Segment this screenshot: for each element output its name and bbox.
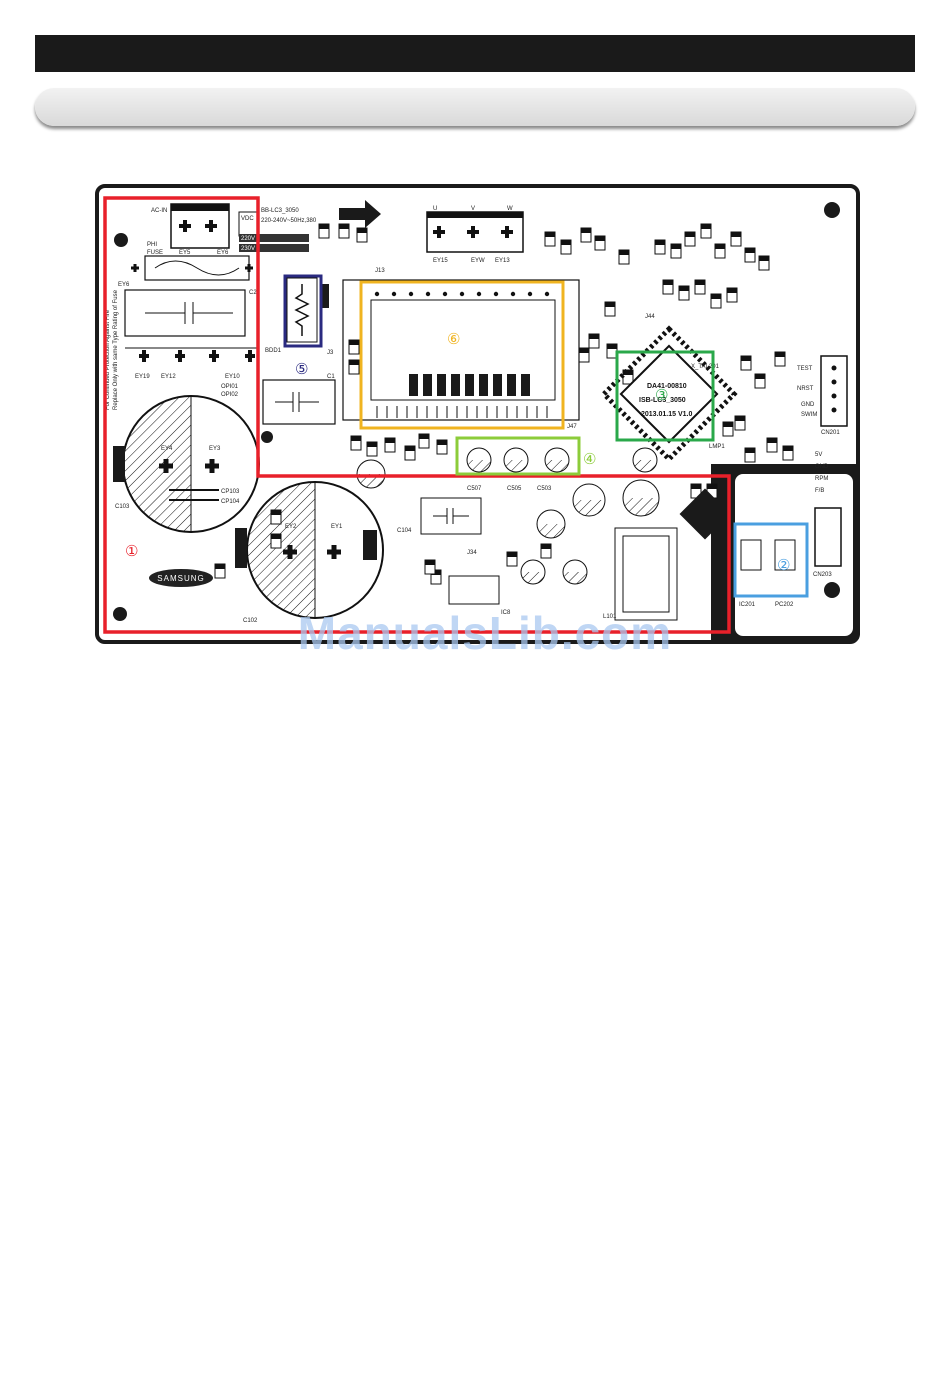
- zone-1-outline: [103, 196, 731, 634]
- label-vdc: VDC: [241, 216, 254, 222]
- label-ey13: EY13: [495, 258, 510, 264]
- zone-4-marker: ④: [583, 450, 596, 468]
- label-ey15: EY15: [433, 258, 448, 264]
- label-c1: C1: [327, 374, 335, 380]
- label-j3: J3: [327, 350, 334, 356]
- header-bar: [35, 35, 915, 72]
- label-j47: J47: [567, 424, 577, 430]
- ipm-module-outline: [342, 279, 580, 421]
- label-l101: L101: [603, 614, 617, 620]
- inductor-l101: [614, 527, 678, 621]
- mounting-hole: [114, 233, 128, 247]
- smd-components: [214, 223, 794, 585]
- power-transistor: [679, 488, 731, 540]
- label-pc202: PC202: [775, 602, 794, 608]
- label-j34: J34: [467, 550, 477, 556]
- pcb-diagram: AC-IN PHI FUSE EY5 EY6 VDC BB-LC3_3050 2…: [95, 184, 860, 644]
- label-fuse: FUSE: [147, 250, 163, 256]
- connector-cn203: [814, 507, 842, 567]
- pcb-svg: AC-IN PHI FUSE EY5 EY6 VDC BB-LC3_3050 2…: [95, 184, 860, 644]
- label-c507: C507: [467, 486, 482, 492]
- mounting-hole: [824, 582, 840, 598]
- label-ey3: EY3: [209, 446, 221, 452]
- zone-4-outline: [455, 436, 581, 476]
- label-cp104: CP104: [221, 499, 240, 505]
- label-opi01: OPI01: [221, 384, 239, 390]
- label-ey1: EY1: [331, 524, 343, 530]
- zone-2-marker: ②: [777, 556, 790, 574]
- label-phi: PHI: [147, 242, 157, 248]
- label-u: U: [433, 206, 437, 212]
- label-fb: F/B: [815, 488, 824, 494]
- label-j44: J44: [645, 314, 655, 320]
- mcu-label-line2: ISB-LC3_3050: [639, 397, 686, 404]
- label-ey19: EY19: [135, 374, 150, 380]
- ic8: [448, 575, 500, 605]
- label-v: V: [471, 206, 475, 212]
- mcu-chip: [600, 325, 738, 463]
- label-230v: 230V: [241, 246, 255, 252]
- mcu-label-line3: 2013.01.15 V1.0: [641, 411, 692, 418]
- label-j13: J13: [375, 268, 385, 274]
- label-ey12: EY12: [161, 374, 176, 380]
- label-cp103: CP103: [221, 489, 240, 495]
- label-rating: 220-240V~50Hz,380: [261, 218, 317, 224]
- label-bdd1: BDD1: [265, 348, 282, 354]
- label-5v: 5V: [815, 452, 822, 458]
- label-swim: SWIM: [801, 412, 817, 418]
- label-lmp1: LMP1: [709, 444, 725, 450]
- label-c2: C2: [249, 290, 257, 296]
- label-ey6: EY6: [217, 250, 229, 256]
- zone-5-outline: [283, 274, 323, 348]
- label-eyw: EYW: [471, 258, 485, 264]
- small-capacitors: [356, 447, 660, 585]
- label-ey4: EY4: [161, 446, 173, 452]
- watermark: ManualsLib.com: [297, 607, 673, 659]
- label-nrst: NRST: [797, 386, 814, 392]
- label-acin: AC-IN: [151, 208, 167, 214]
- zone-2-outline: [733, 522, 809, 598]
- zone-1-marker: ①: [125, 542, 138, 560]
- label-c505: C505: [507, 486, 522, 492]
- samsung-logo-text: SAMSUNG: [157, 574, 204, 583]
- label-test: TEST: [797, 366, 813, 372]
- label-c103: C103: [115, 504, 130, 510]
- mcu-label-line1: DA41-00810: [647, 383, 687, 390]
- label-model: BB-LC3_3050: [261, 208, 299, 214]
- pc202: [774, 539, 796, 571]
- zone-3-outline: [615, 350, 715, 442]
- label-opi02: OPI02: [221, 392, 239, 398]
- mounting-hole: [113, 607, 127, 621]
- label-ey10: EY10: [225, 374, 240, 380]
- label-xtal: X_TAL201: [691, 364, 720, 370]
- zone-3-marker: ③: [655, 386, 668, 404]
- samsung-logo: [149, 569, 213, 587]
- label-ey5: EY5: [179, 250, 191, 256]
- capacitor-c104: [420, 497, 482, 535]
- label-gnd: GND: [801, 402, 815, 408]
- label-ey2: EY2: [285, 524, 297, 530]
- ic201: [740, 539, 762, 571]
- label-c104: C104: [397, 528, 412, 534]
- warning-line2: Replace Only with same Type Rating of Fu…: [113, 289, 119, 410]
- label-cn203: CN203: [813, 572, 832, 578]
- section-title-bar: [35, 88, 915, 126]
- label-c503: C503: [537, 486, 552, 492]
- mounting-hole: [824, 202, 840, 218]
- zone-6-marker: ⑥: [447, 330, 460, 348]
- label-c102: C102: [243, 618, 258, 624]
- zone-5-marker: ⑤: [295, 360, 308, 378]
- zone-6-outline: [359, 280, 565, 430]
- label-ic8: IC8: [501, 610, 511, 616]
- label-gnd2: GND: [815, 464, 829, 470]
- warning-line1: For Continued Protection Against Fire: [105, 309, 111, 410]
- label-rpm: RPM: [815, 476, 828, 482]
- label-ic201: IC201: [739, 602, 756, 608]
- label-220v: 220V: [241, 236, 255, 242]
- label-cn201: CN201: [821, 430, 840, 436]
- label-ey6b: EY6: [118, 282, 130, 288]
- label-w: W: [507, 206, 513, 212]
